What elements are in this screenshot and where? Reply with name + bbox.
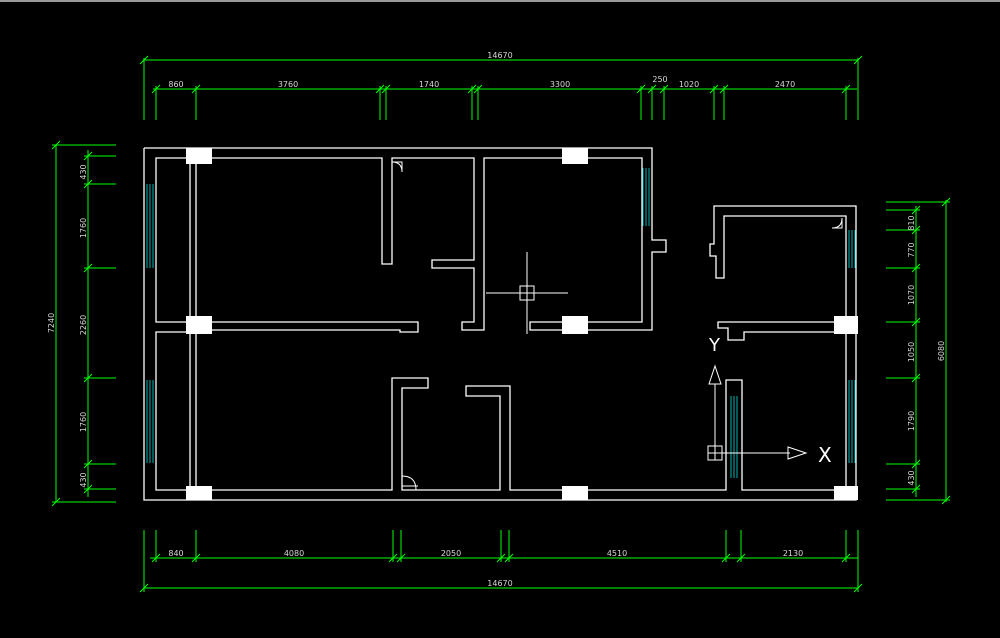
dim-top-1: 860 <box>168 80 183 89</box>
dim-bottom-5: 2130 <box>783 549 803 558</box>
ucs-icon <box>707 364 808 461</box>
dim-top-4: 3300 <box>550 80 570 89</box>
dim-left-total: 7240 <box>47 313 56 333</box>
dim-left-4: 1760 <box>79 412 88 432</box>
dim-top-3: 1740 <box>419 80 439 89</box>
column <box>834 486 858 500</box>
dim-right-2: 770 <box>907 242 916 257</box>
columns <box>186 148 858 500</box>
dim-top-7: 2470 <box>775 80 795 89</box>
column <box>562 316 588 334</box>
dim-left-2: 1760 <box>79 218 88 238</box>
dim-left-1: 430 <box>79 164 88 179</box>
dim-left-3: 2260 <box>79 315 88 335</box>
dim-bottom-2: 4080 <box>284 549 304 558</box>
dimension-labels: 14670 860 3760 1740 3300 250 1020 2470 8… <box>47 51 946 588</box>
column <box>834 316 858 334</box>
dim-top-total: 14670 <box>487 51 512 60</box>
dim-right-total: 6080 <box>937 341 946 361</box>
dim-top-5: 250 <box>652 75 667 84</box>
column <box>186 148 212 164</box>
dim-right-1: 810 <box>907 215 916 230</box>
dim-bottom-1: 840 <box>168 549 183 558</box>
dim-top-6: 1020 <box>679 80 699 89</box>
dim-right-6: 430 <box>907 470 916 485</box>
walls <box>143 147 857 501</box>
column <box>186 316 212 334</box>
window-top-border <box>0 0 1000 2</box>
dim-bottom-total: 14670 <box>487 579 512 588</box>
dim-right-3: 1070 <box>907 285 916 305</box>
dim-right-4: 1050 <box>907 342 916 362</box>
door-marks <box>391 161 843 491</box>
dim-left-5: 430 <box>79 472 88 487</box>
dimension-lines <box>51 55 951 593</box>
ucs-x-label: X <box>818 443 832 467</box>
dim-top-2: 3760 <box>278 80 298 89</box>
crosshair-cursor <box>486 252 568 334</box>
dim-bottom-4: 4510 <box>607 549 627 558</box>
column <box>562 148 588 164</box>
dim-bottom-3: 2050 <box>441 549 461 558</box>
column <box>186 486 212 500</box>
dim-right-5: 1790 <box>907 411 916 431</box>
ucs-y-label: Y <box>708 335 721 356</box>
windows <box>146 168 856 478</box>
column <box>562 486 588 500</box>
